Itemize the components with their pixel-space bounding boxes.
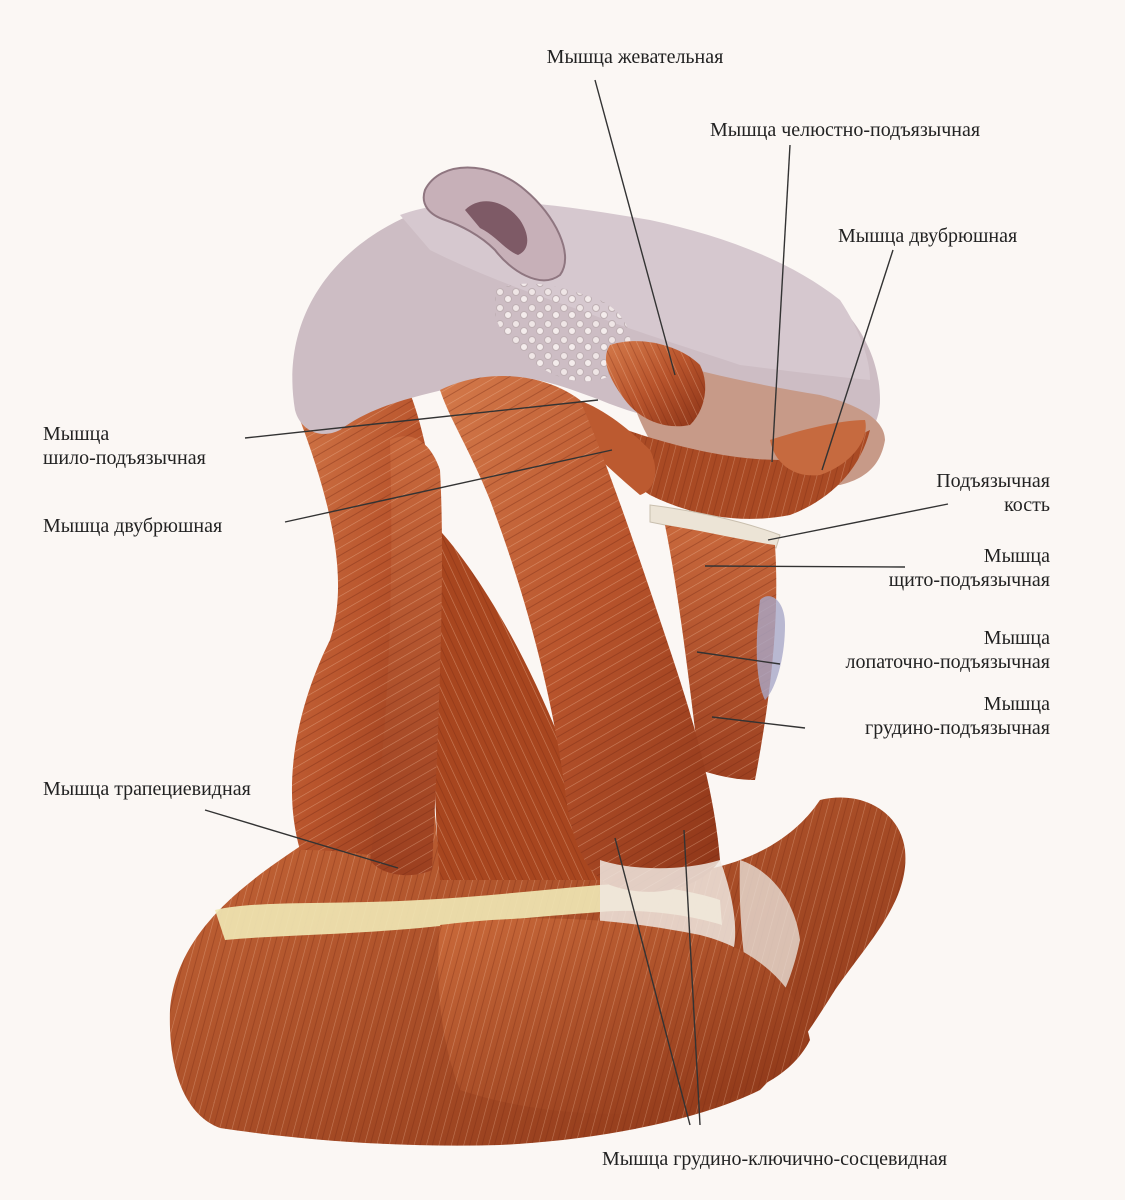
label-masseter: Мышца жевательная [546, 46, 724, 68]
leader-lines [204, 79, 949, 1126]
leader-stylohyoid [244, 399, 599, 439]
label-hyoid: Подъязычная кость [936, 470, 1050, 516]
leader-sternohyoid [711, 716, 806, 729]
label-omohyoid: Мышца лопаточно-подъязычная [845, 627, 1050, 673]
leader-hyoid [767, 503, 949, 541]
label-mylohyoid: Мышца челюстно-подъязычная [710, 119, 981, 141]
leader-omohyoid [696, 651, 781, 665]
label-trapezius: Мышца трапециевидная [43, 778, 251, 800]
leader-thyrohyoid [704, 565, 906, 568]
label-stylohyoid: Мышца шило-подъязычная [43, 423, 206, 469]
leader-scm-b [683, 829, 701, 1126]
ear-icon [422, 166, 566, 282]
leader-mylohyoid [771, 144, 791, 463]
leader-digastric-right [821, 249, 894, 471]
leader-masseter [594, 79, 676, 376]
infrahyoid-muscles [665, 525, 785, 780]
sternocleidomastoid-muscle [440, 376, 800, 1030]
clavicle-tendon [215, 884, 722, 940]
leader-scm-a [614, 837, 691, 1126]
leader-digastric-left [284, 449, 613, 523]
label-scm: Мышца грудино-ключично-сосцевидная [602, 1148, 948, 1170]
label-digastric-left: Мышца двубрюшная [43, 515, 223, 537]
label-thyrohyoid: Мышца щито-подъязычная [888, 545, 1050, 591]
leader-trapezius [204, 809, 399, 869]
trapezius-muscle [370, 436, 443, 876]
submandibular-region [600, 420, 870, 519]
chest-muscles [438, 918, 810, 1114]
label-digastric-right: Мышца двубрюшная [838, 225, 1018, 247]
parotid-gland-icon [495, 283, 631, 382]
scalene-region [430, 520, 600, 880]
masseter-muscle [605, 341, 706, 427]
label-sternohyoid: Мышца грудино-подъязычная [865, 693, 1050, 739]
